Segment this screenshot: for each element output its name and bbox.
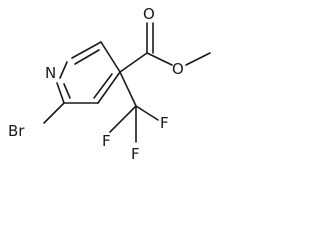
bond-c2-c3-inner — [74, 49, 100, 65]
atom-bromine: Br — [8, 122, 25, 140]
bond-c2-c3 — [71, 41, 102, 59]
bond-c6-n — [56, 82, 65, 104]
atom-ester-oxygen: O — [172, 60, 184, 78]
bond-ester-o-methyl — [185, 52, 211, 66]
bond-n-c2 — [59, 61, 68, 79]
bond-c3-c4 — [100, 41, 121, 73]
atom-fluorine-bottom: F — [131, 145, 140, 163]
bond-c4-c5-inner — [93, 73, 113, 99]
bond-c4-c5 — [97, 71, 121, 104]
bond-c4-cf3 — [119, 71, 137, 107]
chemical-structure: N Br O O F F F — [8, 5, 211, 163]
bond-carbonyl-ester-o — [146, 52, 173, 66]
bond-c6-br — [43, 102, 65, 124]
bond-c6-n-inner — [63, 83, 71, 99]
atom-fluorine-left: F — [102, 132, 111, 150]
atom-nitrogen: N — [45, 64, 56, 82]
atom-fluorine-top: F — [160, 114, 169, 132]
atom-carbonyl-oxygen: O — [143, 5, 155, 23]
bond-cf3-f-top — [135, 105, 159, 121]
bond-c3-carbonyl — [119, 52, 148, 73]
bond-cf3-f-left — [109, 105, 137, 133]
